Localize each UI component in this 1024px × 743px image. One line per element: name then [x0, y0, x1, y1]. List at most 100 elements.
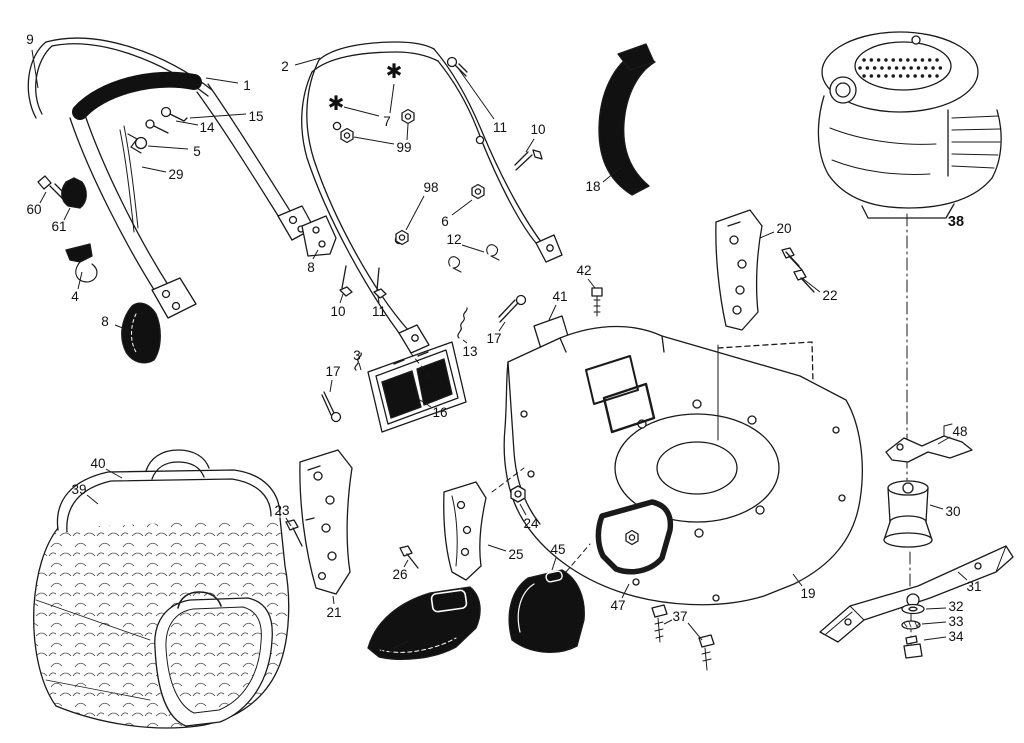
leader-line-10 [339, 293, 344, 304]
part-label-12: 12 [446, 232, 461, 247]
part-label-6: 6 [441, 214, 449, 229]
part-label-31: 31 [966, 579, 981, 594]
part-label-19: 19 [800, 586, 815, 601]
handle-bracket-8-left [121, 302, 161, 364]
leader-line-37 [687, 622, 703, 641]
leader-line-98 [405, 195, 425, 231]
leader-line-6 [451, 199, 473, 216]
part-label-5: 5 [193, 144, 201, 159]
wing-knob-icon: ✱ [386, 59, 403, 83]
part-label-47: 47 [610, 598, 625, 613]
rear-door-16 [367, 341, 467, 433]
leader-line-42 [587, 278, 596, 289]
part-label-17: 17 [486, 331, 501, 346]
wing-knobs-7: ✱ ✱ [328, 59, 403, 115]
bracket-48 [885, 423, 973, 463]
part-label-16: 16 [432, 405, 447, 420]
leader-line-45 [551, 557, 557, 571]
part-label-60: 60 [26, 202, 41, 217]
control-cable-and-rod [119, 125, 148, 233]
debris-guard-18 [598, 43, 656, 196]
part-label-48: 48 [952, 424, 967, 439]
assembly-guide-lines [409, 351, 591, 573]
part-label-22: 22 [822, 288, 837, 303]
leader-line-37 [663, 619, 673, 625]
bolt-26 [399, 545, 419, 569]
skid-plate-47 [595, 499, 674, 575]
blade-31 [819, 545, 1014, 643]
part-label-11: 11 [372, 304, 386, 319]
part-label-40: 40 [90, 456, 105, 471]
leader-line-33 [921, 621, 947, 625]
leader-line-7 [389, 83, 395, 114]
upper-handle-assembly [69, 71, 315, 319]
part-label-2: 2 [281, 59, 289, 74]
part-label-61: 61 [51, 219, 66, 234]
engine-38 [817, 31, 1002, 219]
leader-line-15 [189, 113, 247, 119]
bolts-37 [651, 604, 715, 671]
part-label-18: 18 [585, 179, 600, 194]
leader-line-11 [377, 295, 380, 304]
deflector-46 [367, 586, 481, 660]
wing-knob-icon: ✱ [328, 91, 345, 115]
part-label-41: 41 [552, 289, 567, 304]
handle-bolts [339, 56, 543, 299]
part-label-24: 24 [523, 516, 539, 531]
leader-line-48 [937, 436, 951, 445]
leader-line-9 [31, 49, 39, 89]
bolt-23 [285, 519, 303, 547]
leader-line-10 [525, 138, 535, 153]
leader-line-17 [329, 379, 333, 393]
leader-line-41 [548, 304, 557, 321]
blade-bolt-hardware [901, 603, 925, 659]
part-label-14: 14 [199, 120, 215, 135]
part-label-9: 9 [26, 32, 34, 47]
leader-line-8 [312, 249, 319, 260]
part-label-10: 10 [530, 122, 545, 137]
leader-line-8 [114, 324, 129, 331]
leader-line-20 [759, 231, 775, 239]
part-label-45: 45 [550, 542, 565, 557]
bolt-60-and-clamp-61 [37, 175, 87, 209]
leader-line-22 [801, 277, 821, 293]
leader-line-5 [147, 145, 189, 150]
part-label-39: 39 [71, 482, 86, 497]
part-label-4: 4 [71, 289, 79, 304]
part-label-30: 30 [945, 504, 960, 519]
blade-adapter-30 [883, 480, 933, 548]
part-label-42: 42 [576, 263, 591, 278]
leader-line-24 [519, 503, 527, 516]
leader-line-12 [461, 244, 485, 253]
leader-line-1 [205, 77, 239, 84]
part-label-32: 32 [948, 599, 963, 614]
part-label-17: 17 [325, 364, 340, 379]
part-label-33: 33 [948, 614, 963, 629]
part-label-13: 13 [462, 344, 477, 359]
leader-line-47 [621, 583, 630, 599]
part-label-29: 29 [168, 167, 183, 182]
part-label-8: 8 [307, 260, 315, 275]
part-label-8: 8 [101, 314, 109, 329]
leader-line-23 [285, 517, 292, 527]
part-label-7: 7 [383, 114, 391, 129]
leader-line-46 [392, 641, 409, 649]
leader-line-26 [403, 559, 409, 568]
grass-bag-assembly [33, 449, 290, 729]
mower-deck-19 [503, 325, 863, 606]
handle-screws [145, 106, 188, 134]
leader-line-99 [353, 136, 395, 145]
leader-line-11 [457, 67, 495, 120]
leader-line-7 [343, 106, 380, 117]
leader-line-14 [175, 120, 199, 126]
part-label-11: 11 [493, 120, 507, 135]
part-label-26: 26 [392, 567, 407, 582]
part-label-25: 25 [508, 547, 523, 562]
leader-line-61 [63, 207, 71, 221]
leader-line-2 [294, 57, 321, 66]
flange-nut-24 [510, 485, 526, 503]
handle-bracket-20 [715, 209, 763, 331]
springs-and-bolts [321, 294, 527, 423]
